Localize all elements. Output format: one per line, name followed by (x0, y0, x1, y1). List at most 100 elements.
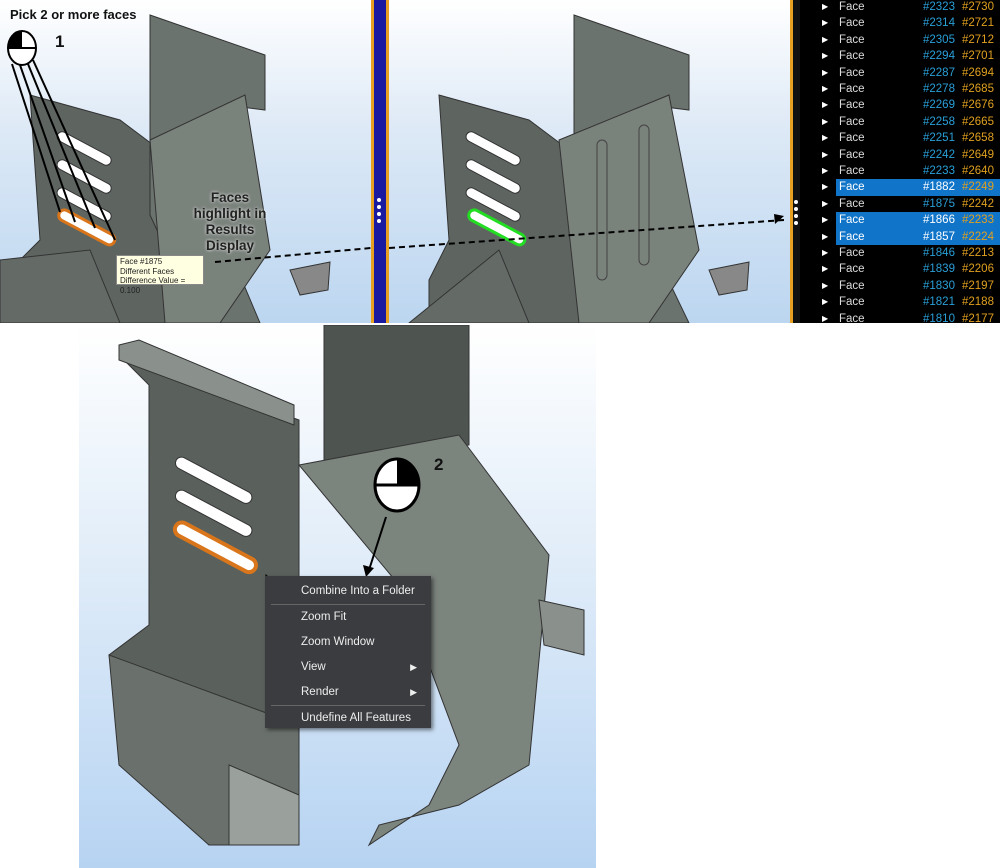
viewport-pick[interactable]: Pick 2 or more faces 1 Faces highlight i… (0, 0, 371, 323)
result-id-b: #2676 (962, 99, 994, 112)
result-id-b: #2242 (962, 197, 994, 210)
highlight-note: Faces highlight in Results Display (193, 190, 267, 253)
result-id-b: #2177 (962, 312, 994, 323)
expand-triangle-icon[interactable]: ▶ (822, 100, 829, 110)
expand-triangle-icon[interactable]: ▶ (822, 313, 829, 323)
result-row[interactable]: ▶Face#1830#2197 (800, 278, 1000, 295)
step-1-label: 1 (55, 32, 65, 51)
expand-triangle-icon[interactable]: ▶ (822, 166, 829, 175)
menu-item-undefine-all-features[interactable]: Undefine All Features (265, 706, 431, 731)
result-row[interactable]: ▶Face#1821#2188 (800, 294, 1000, 311)
expand-triangle-icon[interactable]: ▶ (822, 182, 829, 192)
menu-item-render[interactable]: Render▶ (265, 680, 431, 705)
part-model (389, 14, 785, 323)
expand-triangle-icon[interactable]: ▶ (822, 215, 829, 225)
menu-label: View (301, 661, 326, 673)
result-id-a: #2242 (923, 148, 955, 161)
result-id-a: #1810 (923, 312, 955, 323)
result-row[interactable]: ▶Face#2251#2658 (800, 130, 1000, 147)
result-id-b: #2224 (962, 230, 994, 243)
result-row[interactable]: ▶Face#1882#2249 (800, 179, 1000, 196)
result-id-b: #2701 (962, 50, 994, 63)
result-row[interactable]: ▶ Face #2287 #2694 (800, 65, 1000, 82)
expand-triangle-icon[interactable]: ▶ (822, 34, 829, 44)
result-row[interactable]: ▶Face#2258#2665 (800, 114, 1000, 131)
result-row[interactable]: ▶Face#2323#2730 (800, 0, 1000, 16)
result-id-a: #2323 (923, 1, 955, 13)
result-label: Face (839, 263, 865, 276)
result-row[interactable]: ▶Face#1846#2213 (800, 245, 1000, 262)
result-id-b: #2197 (962, 279, 994, 292)
result-id-b: #2665 (962, 115, 994, 128)
result-row[interactable]: ▶Face#2269#2676 (800, 97, 1000, 114)
result-id-a: #2287 (923, 66, 955, 79)
result-label: Face (839, 296, 865, 309)
result-row[interactable]: ▶Face#2233#2640 (800, 163, 1000, 180)
result-row[interactable]: ▶Face#2314#2721 (800, 15, 1000, 32)
expand-triangle-icon[interactable]: ▶ (822, 116, 829, 126)
expand-triangle-icon[interactable]: ▶ (822, 264, 829, 274)
menu-item-combine-into-folder[interactable]: Combine Into a Folder (265, 579, 431, 604)
expand-triangle-icon[interactable]: ▶ (822, 280, 829, 290)
result-id-b: #2649 (962, 148, 994, 161)
result-row[interactable]: ▶Face#1839#2206 (800, 261, 1000, 278)
tooltip-line: Different Faces (120, 266, 175, 276)
result-id-a: #1830 (923, 279, 955, 292)
expand-triangle-icon[interactable]: ▶ (822, 133, 829, 143)
result-row[interactable]: ▶Face#2278#2685 (800, 81, 1000, 98)
part-model (108, 325, 585, 847)
expand-triangle-icon[interactable]: ▶ (822, 51, 829, 61)
result-label: Face (839, 214, 865, 227)
result-label: Face (839, 148, 865, 161)
expand-triangle-icon[interactable]: ▶ (822, 67, 829, 77)
result-row[interactable]: ▶Face#1866#2233 (800, 212, 1000, 229)
result-label: Face (839, 132, 865, 145)
submenu-arrow-icon: ▶ (410, 687, 417, 697)
result-id-b: #2685 (962, 83, 994, 95)
result-row[interactable]: ▶Face#1810#2177 (800, 311, 1000, 323)
menu-separator (271, 604, 425, 605)
result-row[interactable]: ▶Face#2294#2701 (800, 48, 1000, 65)
step-2-label: 2 (434, 455, 444, 474)
expand-triangle-icon[interactable]: ▶ (822, 149, 829, 159)
result-id-a: #2305 (923, 33, 955, 46)
result-label: Face (839, 230, 865, 243)
results-display: ▶Face#2323#2730▶Face#2314#2721▶Face#2305… (800, 0, 1000, 323)
result-row[interactable]: ▶ Face #2242 #2649 (800, 147, 1000, 164)
result-row[interactable]: ▶Face#1875#2242 (800, 196, 1000, 213)
selected-face-orange (172, 520, 258, 575)
result-id-a: #1846 (923, 247, 955, 259)
result-id-b: #2721 (962, 17, 994, 30)
menu-label: Combine Into a Folder (301, 585, 415, 597)
result-label: Face (839, 165, 865, 177)
result-id-a: #1839 (923, 263, 955, 276)
menu-label: Undefine All Features (301, 712, 411, 724)
result-label: Face (839, 197, 865, 210)
viewport-highlight[interactable] (389, 0, 790, 323)
result-id-a: #2233 (923, 165, 955, 177)
tooltip-line: Difference Value = 0.100 (120, 276, 186, 295)
menu-item-view[interactable]: View▶ (265, 655, 431, 680)
menu-item-zoom-fit[interactable]: Zoom Fit (265, 605, 431, 630)
expand-triangle-icon[interactable]: ▶ (822, 198, 829, 208)
result-label: Face (839, 50, 865, 63)
splitter[interactable] (790, 0, 800, 323)
expand-triangle-icon[interactable]: ▶ (822, 297, 829, 307)
expand-triangle-icon[interactable]: ▶ (822, 231, 829, 241)
result-label: Face (839, 66, 865, 79)
context-menu: Combine Into a Folder Zoom Fit Zoom Wind… (265, 576, 431, 728)
menu-item-zoom-window[interactable]: Zoom Window (265, 630, 431, 655)
splitter[interactable] (371, 0, 389, 323)
pick-instruction: Pick 2 or more faces (10, 7, 137, 22)
result-id-b: #2730 (962, 1, 994, 13)
result-row[interactable]: ▶Face#2305#2712 (800, 32, 1000, 49)
result-id-b: #2694 (962, 66, 994, 79)
result-label: Face (839, 17, 865, 30)
result-row[interactable]: ▶ Face #1857 #2224 (800, 228, 1000, 246)
expand-triangle-icon[interactable]: ▶ (822, 2, 829, 11)
expand-triangle-icon[interactable]: ▶ (822, 18, 829, 28)
expand-triangle-icon[interactable]: ▶ (822, 248, 829, 257)
result-id-a: #2258 (923, 115, 955, 128)
expand-triangle-icon[interactable]: ▶ (822, 84, 829, 93)
result-id-a: #1857 (923, 230, 955, 243)
